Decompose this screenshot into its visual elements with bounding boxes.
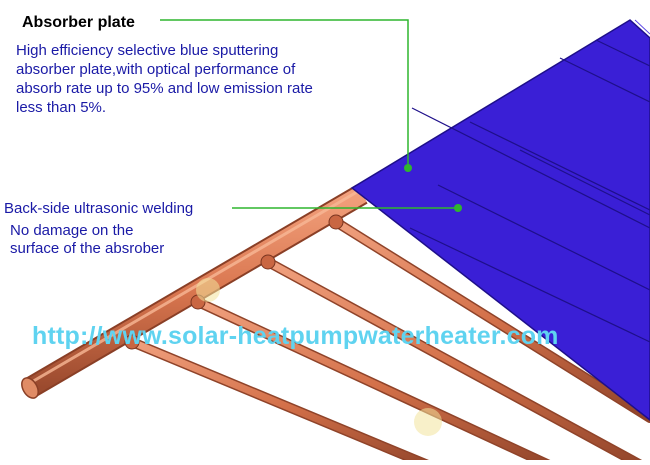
header-pipe (21, 184, 368, 399)
welding-desc-line: surface of the absrober (10, 240, 165, 257)
absorber-desc-line: absorb rate up to 95% and low emission r… (16, 80, 313, 97)
riser-tube (128, 338, 438, 465)
absorber-desc-line: absorber plate,with optical performance … (16, 61, 296, 78)
riser-tube (194, 298, 558, 465)
welding-title: Back-side ultrasonic welding (4, 200, 194, 217)
absorber-plate (350, 19, 650, 421)
leader-dot-absorber (404, 164, 412, 172)
website-watermark: http://www.solar-heatpumpwaterheater.com (32, 322, 559, 350)
welding-desc-line: No damage on the (10, 222, 134, 239)
riser-tube (264, 258, 649, 465)
pipe-end (21, 377, 39, 399)
riser-tube (332, 218, 650, 422)
leader-dot-welding (454, 204, 462, 212)
sparkle-decoration (196, 278, 442, 436)
leader-lines (160, 19, 458, 209)
absorber-desc-line: less than 5%. (16, 99, 107, 116)
absorber-desc-line: High efficiency selective blue sputterin… (16, 42, 279, 59)
absorber-title: Absorber plate (22, 14, 135, 31)
riser-tubes (127, 217, 650, 465)
